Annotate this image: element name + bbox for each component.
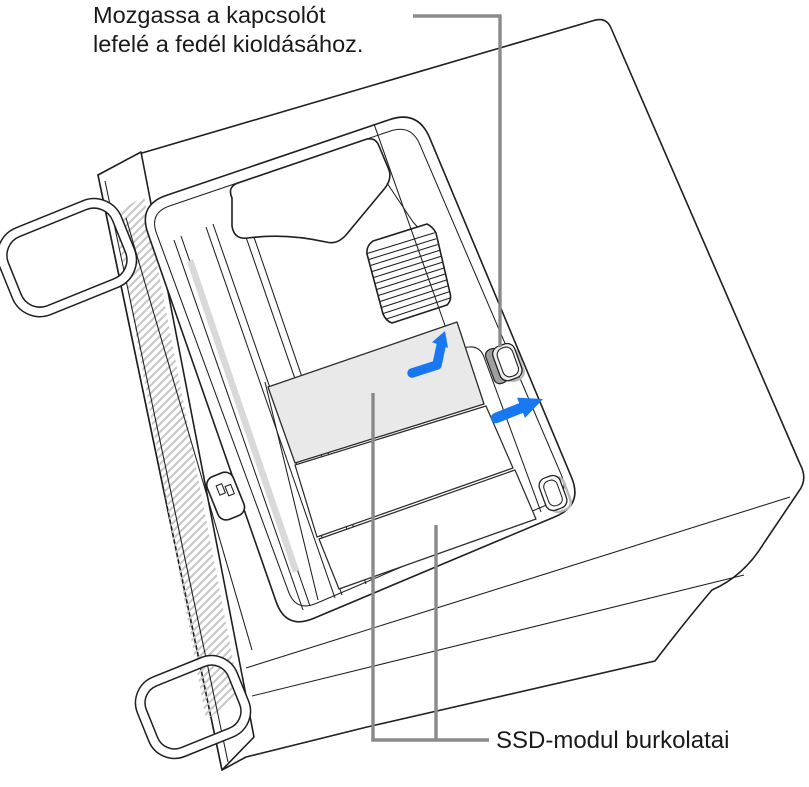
release-arrow-shaft — [407, 341, 446, 378]
callout-leader-lines — [371, 14, 502, 742]
rail-line-3 — [205, 226, 336, 599]
slide-arrow-shaft — [490, 402, 527, 424]
release-switch — [484, 342, 525, 385]
cable-clip — [205, 471, 246, 521]
fan-shroud-funnel — [229, 138, 391, 244]
second-latch-button — [543, 479, 563, 507]
bottom-foot-fill — [136, 656, 250, 758]
case-bottom-fold-line-1 — [245, 496, 791, 669]
top-callout-leader — [413, 14, 502, 347]
release-arrow-icon — [407, 331, 448, 378]
bay-divider-line — [264, 381, 319, 601]
grille-fins — [366, 232, 451, 321]
cable-clip-prongs — [215, 483, 235, 497]
bottom-foot — [134, 654, 252, 760]
bottom-callout-label: SSD-modul burkolatai — [496, 727, 730, 754]
case-bottom-fold-line-2 — [251, 574, 745, 697]
top-callout-label: Mozgassa a kapcsolót lefelé a fedél kiol… — [93, 2, 364, 57]
top-handle — [0, 197, 138, 318]
fan-shroud — [229, 138, 433, 244]
case-wall-line — [125, 217, 253, 651]
ssd-cover-2 — [294, 405, 514, 538]
vent-hatch-band — [114, 196, 240, 720]
rail-line-1 — [173, 239, 304, 611]
rail-highlight-sliver — [187, 259, 299, 573]
release-arrow-head — [432, 331, 448, 348]
heatsink-grille — [366, 223, 452, 324]
ssd-cover-highlighted — [267, 321, 485, 464]
top-handle-fill — [0, 199, 136, 316]
release-switch-button — [496, 346, 520, 378]
cable-clip-body — [205, 471, 246, 521]
slide-arrow-icon — [490, 397, 543, 424]
second-latch — [538, 474, 572, 514]
slide-arrow-head — [517, 397, 543, 418]
